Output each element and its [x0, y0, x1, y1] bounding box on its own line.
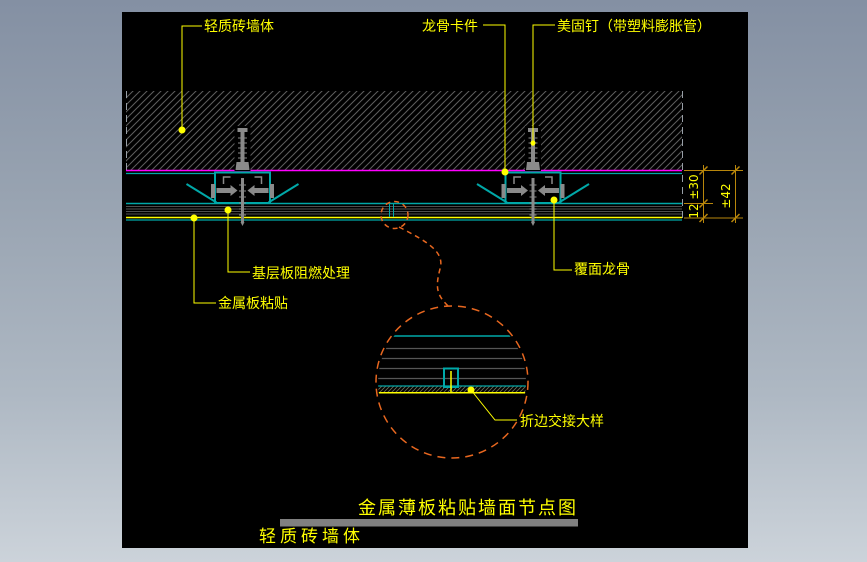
bottom-wall-label: 轻质砖墙体: [259, 527, 364, 547]
callout-leaders: [178, 24, 572, 421]
detail-leader-curve: [398, 226, 449, 307]
dim-lower: 12: [687, 203, 701, 218]
dimension-group: ±30 12 ±42: [684, 165, 743, 223]
panel-stack: [126, 202, 682, 221]
drawing-title: 金属薄板粘贴墙面节点图: [358, 498, 578, 519]
callout-keel-clip: 龙骨卡件: [422, 19, 478, 35]
detail-bubble: [375, 305, 529, 459]
callout-metal-panel: 金属板粘贴: [218, 296, 288, 312]
title-underline-bar: [280, 519, 578, 527]
callout-fixing-nail: 美固钉（带塑料膨胀管）: [557, 18, 711, 35]
detail-bubble-circle: [375, 305, 529, 459]
dim-upper: ±30: [687, 174, 701, 199]
callout-base-board: 基层板阻燃处理: [252, 265, 350, 282]
callout-wall-top: 轻质砖墙体: [204, 19, 274, 35]
wall-hatch-section: [126, 91, 683, 219]
callout-fold-detail: 折边交接大样: [520, 413, 604, 430]
callout-covering-keel: 覆面龙骨: [574, 262, 630, 278]
dim-overall: ±42: [719, 183, 733, 208]
detail-reference-circle: [380, 200, 409, 230]
